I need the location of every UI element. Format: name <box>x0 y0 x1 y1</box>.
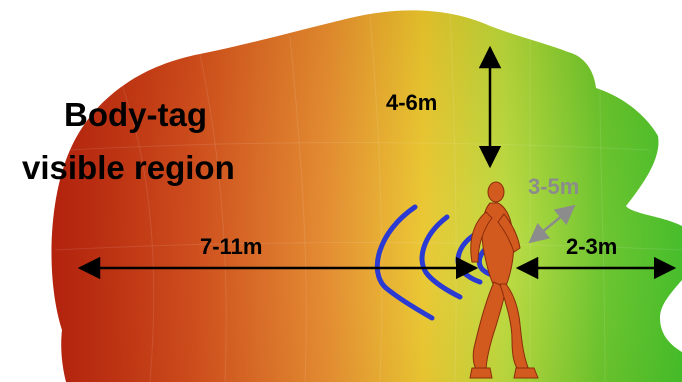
mesh-facets <box>54 9 682 382</box>
diagram-title-line1: Body-tag <box>64 96 207 133</box>
tag-range-arrow <box>528 204 576 244</box>
vertical-range-label: 4-6m <box>386 90 438 115</box>
front-range-label: 2-3m <box>566 234 618 259</box>
diagram-title-line2: visible region <box>22 149 235 186</box>
walking-person-icon <box>469 181 539 379</box>
tag-range-label: 3-5m <box>528 174 580 199</box>
rear-range-label: 7-11m <box>200 234 263 259</box>
